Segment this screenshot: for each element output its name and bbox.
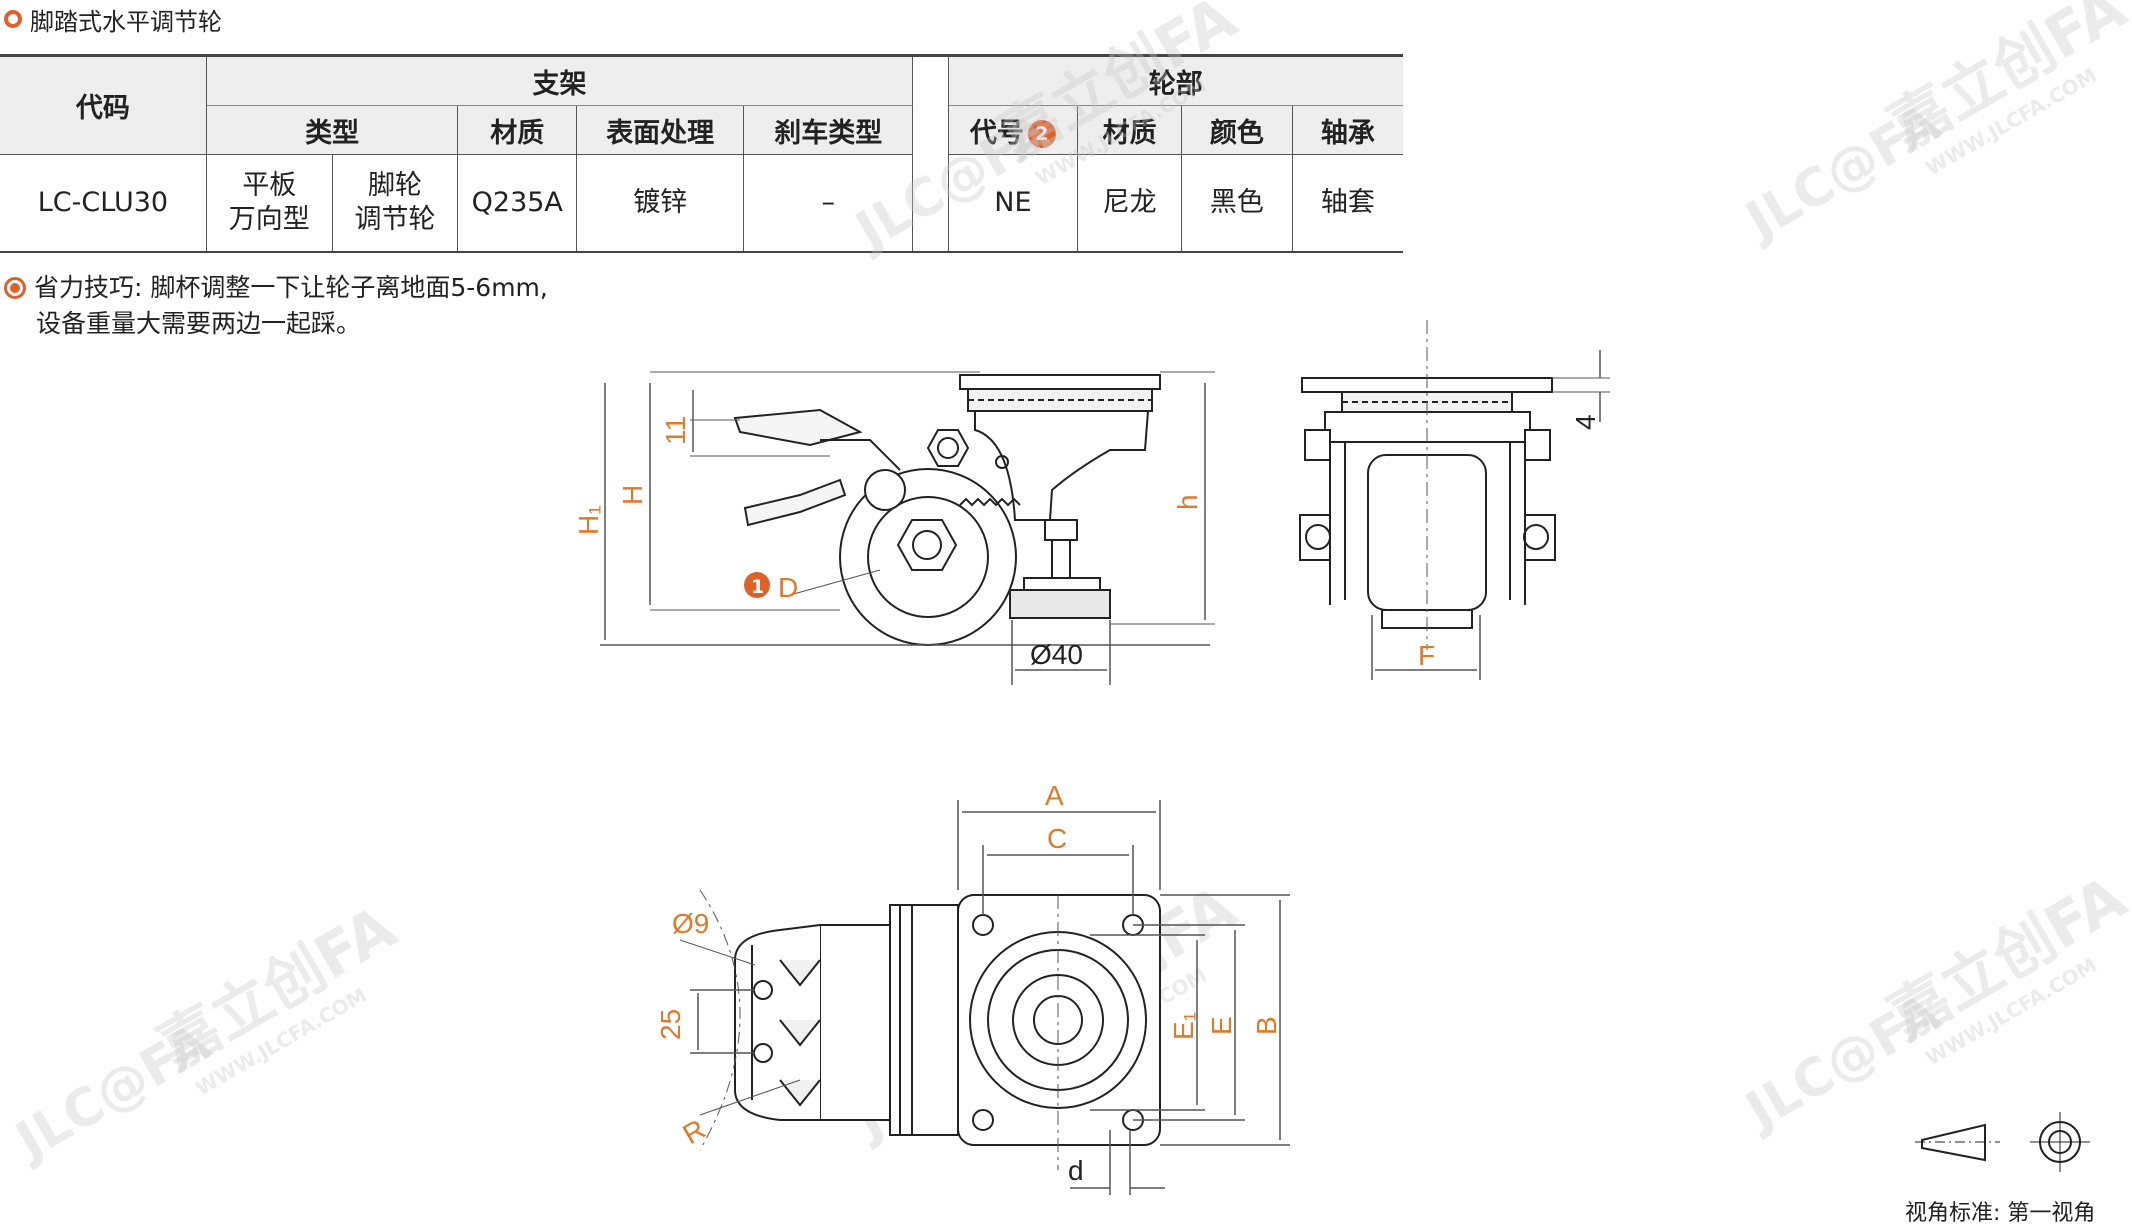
dim-D: D <box>778 572 798 603</box>
dim-diameter-40: Ø40 <box>1030 639 1083 670</box>
header-wheel: 轮部 <box>948 54 1403 106</box>
badge-1-icon <box>744 572 770 598</box>
dim-B: B <box>1251 1016 1282 1035</box>
header-bracket: 支架 <box>206 54 914 106</box>
cell-type-1: 平板万向型 <box>206 154 333 253</box>
dim-F: F <box>1418 640 1435 671</box>
cell-type-2: 脚轮调节轮 <box>332 154 459 253</box>
dim-d: d <box>1068 1155 1084 1186</box>
side-view <box>600 371 1215 685</box>
title-text: 脚踏式水平调节轮 <box>30 7 222 36</box>
dim-H: H <box>617 485 648 505</box>
cell-wheel-code: NE <box>948 154 1079 253</box>
dim-h: h <box>1172 494 1203 510</box>
tip-line-2: 设备重量大需要两边一起踩。 <box>36 309 362 338</box>
col-material: 材质 <box>457 105 578 155</box>
dim-E: E <box>1206 1016 1237 1035</box>
col-wheel-material: 材质 <box>1077 105 1182 155</box>
col-wheel-color: 颜色 <box>1181 105 1293 155</box>
dim-diameter-9: Ø9 <box>672 908 709 939</box>
badge-1-text: 1 <box>751 576 764 598</box>
col-type: 类型 <box>206 105 459 155</box>
top-view <box>679 800 1290 1195</box>
front-view <box>1299 320 1610 680</box>
cell-material: Q235A <box>457 154 578 253</box>
dim-H1: H₁ <box>573 505 604 535</box>
col-surface: 表面处理 <box>576 105 745 155</box>
dim-A: A <box>1045 780 1064 811</box>
col-bearing: 轴承 <box>1292 105 1403 155</box>
badge-2: 2 <box>1027 120 1056 148</box>
dim-11: 11 <box>660 416 691 445</box>
cell-code: LC-CLU30 <box>0 154 207 253</box>
cell-surface: 镀锌 <box>576 154 745 253</box>
dim-R: R <box>678 1113 711 1150</box>
cell-wheel-color: 黑色 <box>1181 154 1293 253</box>
dim-E1: E₁ <box>1168 1012 1199 1040</box>
tip-line-1: 省力技巧: 脚杯调整一下让轮子离地面5-6mm, <box>34 273 548 302</box>
page-title: 脚踏式水平调节轮 <box>4 4 222 36</box>
dim-4: 4 <box>1570 414 1601 430</box>
svg-text:嘉立创FA: 嘉立创FA <box>987 0 1248 174</box>
cell-bearing: 轴套 <box>1292 154 1403 253</box>
cell-wheel-material: 尼龙 <box>1077 154 1182 253</box>
projection-label: 视角标准: 第一视角 <box>1905 1201 2096 1226</box>
table-gap <box>912 54 949 253</box>
first-angle-projection-icon <box>1915 1112 2090 1172</box>
title-ring-icon <box>4 10 22 28</box>
tip-block: 省力技巧: 脚杯调整一下让轮子离地面5-6mm, 设备重量大需要两边一起踩。 <box>4 270 548 342</box>
header-code: 代码 <box>0 54 207 155</box>
dim-25: 25 <box>655 1009 686 1040</box>
cell-brake: – <box>743 154 914 253</box>
col-brake: 刹车类型 <box>743 105 914 155</box>
tip-bullet-icon <box>4 277 26 299</box>
table-row: LC-CLU30 平板万向型 脚轮调节轮 Q235A 镀锌 – NE 尼龙 黑色… <box>0 154 1403 253</box>
dim-C: C <box>1047 823 1067 854</box>
